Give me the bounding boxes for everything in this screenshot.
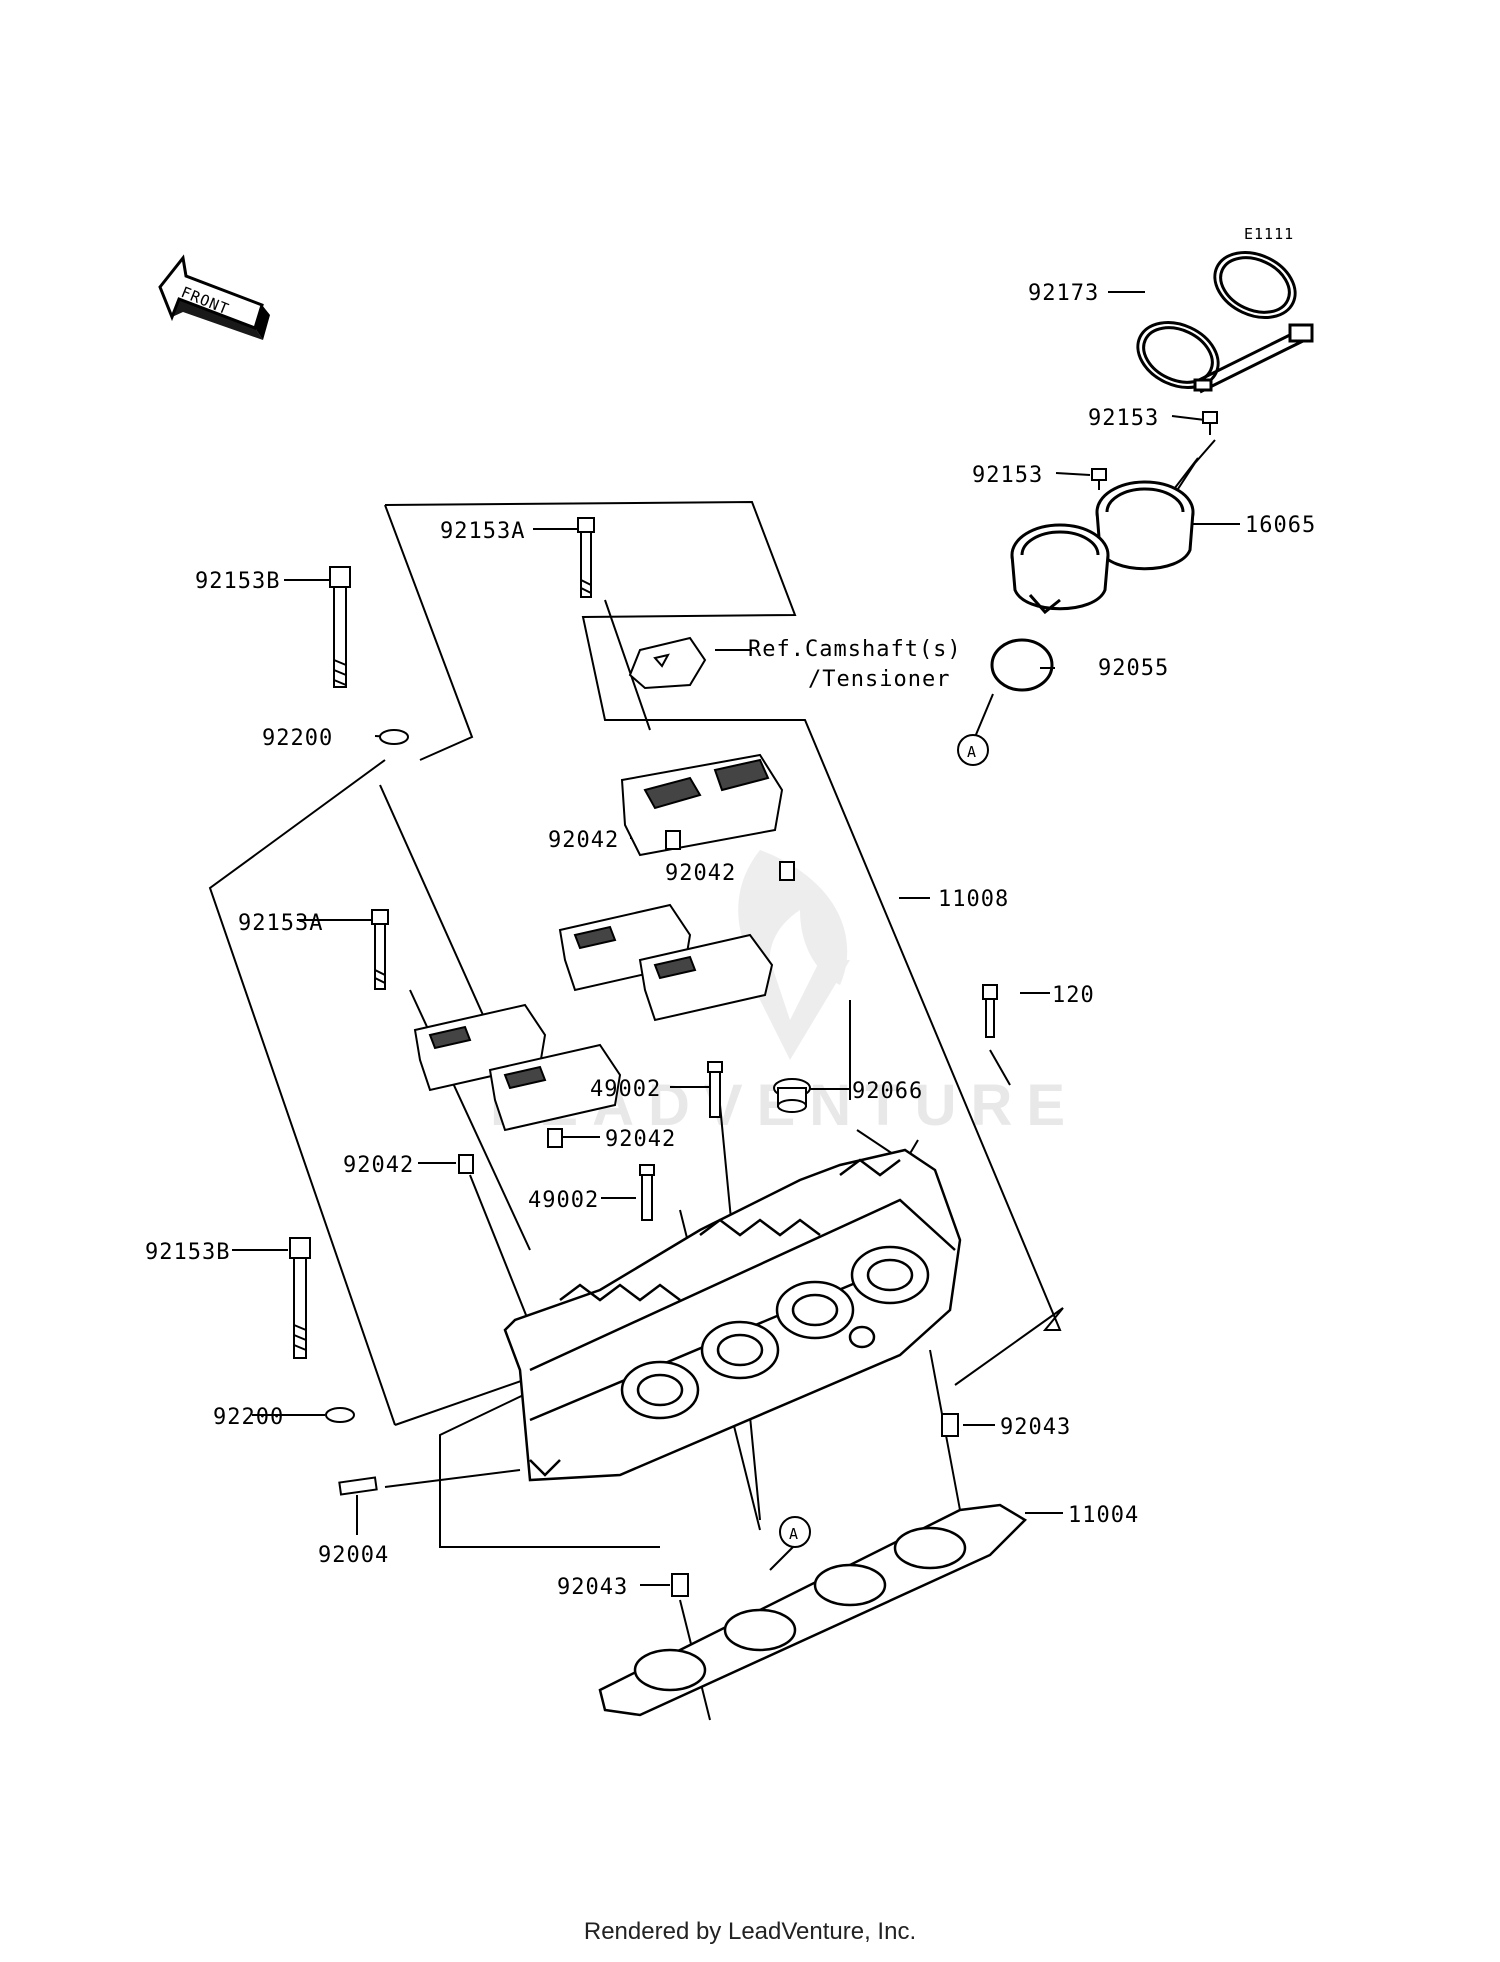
cylinder-head-part[interactable] xyxy=(503,1148,962,1482)
plug-92066-part[interactable] xyxy=(773,1078,811,1113)
callout-16065[interactable]: 16065 xyxy=(1245,513,1316,538)
front-arrow-icon: FRONT xyxy=(158,254,270,340)
callout-92200-top[interactable]: 92200 xyxy=(262,726,333,751)
callout-92043-right[interactable]: 92043 xyxy=(1000,1415,1071,1440)
callout-92153-left[interactable]: 92153 xyxy=(972,463,1043,488)
camshaft-cap-part[interactable] xyxy=(413,753,784,1132)
callout-92042-c[interactable]: 92042 xyxy=(605,1127,676,1152)
tensioner-bracket xyxy=(628,636,707,690)
valve-guide-part[interactable] xyxy=(639,1061,723,1221)
ref-camshaft-line1[interactable]: Ref.Camshaft(s) xyxy=(748,637,962,662)
ref-camshaft-line2[interactable]: /Tensioner xyxy=(808,667,950,692)
callout-92055[interactable]: 92055 xyxy=(1098,656,1169,681)
callout-11008[interactable]: 11008 xyxy=(938,887,1009,912)
bolt-92153b-bottom-part[interactable] xyxy=(289,1237,311,1359)
callout-92153b-bottom[interactable]: 92153B xyxy=(145,1240,230,1265)
stud-92004-part[interactable] xyxy=(338,1476,378,1496)
callout-92042-d[interactable]: 92042 xyxy=(343,1153,414,1178)
bolt-92153a-top-part[interactable] xyxy=(577,517,595,598)
head-gasket-part[interactable] xyxy=(598,1503,1028,1717)
marker-a-top: A xyxy=(957,734,989,766)
callout-92153b-top[interactable]: 92153B xyxy=(195,569,280,594)
bolt-120-part[interactable] xyxy=(982,984,998,1038)
callout-92043-bottom[interactable]: 92043 xyxy=(557,1575,628,1600)
bolt-92153a-middle-part[interactable] xyxy=(371,909,389,990)
throttle-body-holder-part[interactable] xyxy=(1010,480,1195,615)
svg-text:A: A xyxy=(789,1525,799,1543)
callout-120[interactable]: 120 xyxy=(1052,983,1095,1008)
callout-92153a-middle[interactable]: 92153A xyxy=(238,911,323,936)
screw-part[interactable] xyxy=(1091,411,1218,490)
dowel-92043-part[interactable] xyxy=(671,1413,959,1597)
marker-a-bottom: A xyxy=(779,1516,811,1548)
callout-92173[interactable]: 92173 xyxy=(1028,281,1099,306)
o-ring-part[interactable] xyxy=(990,638,1054,692)
callout-92004[interactable]: 92004 xyxy=(318,1543,389,1568)
callout-49002-b[interactable]: 49002 xyxy=(528,1188,599,1213)
callout-92042-b[interactable]: 92042 xyxy=(665,861,736,886)
callout-92153-top[interactable]: 92153 xyxy=(1088,406,1159,431)
callout-92200-bottom[interactable]: 92200 xyxy=(213,1405,284,1430)
band-clamp-part[interactable] xyxy=(1127,240,1314,400)
bolt-92153b-top-part[interactable] xyxy=(329,566,351,688)
callout-11004[interactable]: 11004 xyxy=(1068,1503,1139,1528)
callout-49002-a[interactable]: 49002 xyxy=(590,1077,661,1102)
callout-92153a-top[interactable]: 92153A xyxy=(440,519,525,544)
diagram-code: E1111 xyxy=(1244,225,1294,243)
washer-92200-top-part[interactable] xyxy=(379,729,409,745)
callout-92066[interactable]: 92066 xyxy=(852,1079,923,1104)
washer-92200-bottom-part[interactable] xyxy=(325,1407,355,1423)
svg-text:A: A xyxy=(967,743,977,761)
callout-92042-a[interactable]: 92042 xyxy=(548,828,619,853)
footer-credit: Rendered by LeadVenture, Inc. xyxy=(583,1918,917,1945)
dowel-pin-part[interactable] xyxy=(458,830,795,1174)
